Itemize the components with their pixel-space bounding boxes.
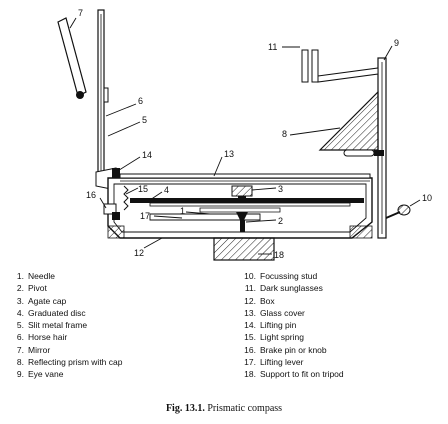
legend-item: 15. Light spring (242, 331, 344, 343)
legend-item-text: Support to fit on tripod (260, 369, 344, 380)
callout-13: 13 (224, 149, 234, 159)
legend-item-number: 2. (16, 283, 24, 294)
figure-number: Fig. 13.1. (165, 403, 205, 414)
legend-item-text: Graduated disc (28, 307, 86, 318)
legend-item: 1. Needle (10, 270, 122, 282)
legend-item-text: Box (260, 295, 275, 306)
legend-item: 8. Reflecting prism with cap (10, 356, 123, 368)
callout-labels: 7 6 5 8 9 11 13 14 15 16 4 3 1 17 2 12 1… (78, 8, 432, 260)
needle (149, 207, 281, 232)
legend-item: 12. Box (242, 295, 344, 307)
legend-item: 14. Lifting pin (242, 319, 344, 331)
tripod-support (213, 237, 275, 261)
legend-item-number: 1. (16, 271, 24, 281)
legend-item-text: Needle (28, 271, 55, 281)
legend-item: 13. Glass cover (242, 307, 344, 319)
callout-2: 2 (278, 216, 283, 226)
callout-4: 4 (164, 185, 169, 195)
legend-item-text: Reflecting prism with cap (28, 357, 123, 368)
legend-item-text: Slit metal frame (28, 320, 88, 331)
legend-item: 11. Dark sunglasses (242, 282, 344, 294)
legend-item-number: 3. (16, 295, 24, 306)
dark-sunglasses (301, 49, 379, 83)
legend-item-number: 12. (244, 295, 256, 306)
callout-10: 10 (422, 193, 432, 203)
legend-item-text: Mirror (28, 344, 51, 355)
callout-7: 7 (78, 8, 83, 18)
callout-18: 18 (274, 250, 284, 260)
graduated-disc (130, 198, 364, 207)
legend-item: 17. Lifting lever (242, 356, 344, 368)
legend-item-text: Pivot (28, 283, 47, 294)
mirror (57, 17, 87, 99)
legend-item-text: Glass cover (260, 307, 305, 318)
light-spring (123, 185, 129, 211)
legend-item-text: Light spring (260, 332, 304, 343)
legend-item-number: 4. (16, 307, 24, 318)
legend-item-number: 9. (16, 369, 24, 380)
slit-metal-frame (97, 9, 109, 176)
legend-item: 6. Horse hair (10, 331, 122, 343)
legend-item: 10. Focussing stud (242, 270, 344, 282)
figure-title: Prismatic compass (207, 403, 283, 414)
legend-item-text: Lifting lever (260, 357, 304, 368)
callout-8: 8 (282, 129, 287, 139)
legend-item-number: 17. (244, 357, 256, 368)
legend-left: 1. Needle 2. Pivot 3. Agate cap 4. Graduated di… (10, 270, 123, 381)
legend-item: 3. Agate cap (10, 295, 122, 307)
callout-16: 16 (86, 190, 96, 200)
brake-pin (103, 203, 120, 220)
legend-item: 5. Slit metal frame (10, 319, 122, 331)
legend-item-number: 10. (244, 271, 256, 281)
callout-17: 17 (140, 211, 150, 221)
reflecting-prism (318, 90, 384, 157)
eye-vane (377, 57, 387, 239)
legend-item-text: Focussing stud (260, 271, 318, 281)
legend-item-number: 16. (244, 344, 256, 355)
legend-item: 4. Graduated disc (10, 307, 122, 319)
callout-14: 14 (142, 150, 152, 160)
figure-caption: Fig. 13.1. Prismatic compass (0, 403, 448, 414)
legend-item-text: Horse hair (28, 332, 68, 343)
focussing-stud (385, 204, 411, 219)
legend-item: 2. Pivot (10, 282, 122, 294)
legend-item-number: 14. (244, 320, 256, 331)
legend-item-text: Brake pin or knob (260, 344, 327, 355)
legend-item-number: 13. (244, 307, 256, 318)
callout-3: 3 (278, 184, 283, 194)
callout-5: 5 (142, 115, 147, 125)
legend-item-number: 8. (16, 357, 24, 368)
legend-right: 10. Focussing stud 11. Dark sunglasses 12. Bo… (242, 270, 344, 381)
legend-item-text: Agate cap (28, 295, 67, 306)
agate-cap (231, 185, 253, 202)
callout-12: 12 (134, 248, 144, 258)
glass-cover (119, 173, 371, 182)
legend-item: 16. Brake pin or knob (242, 344, 344, 356)
legend-item: 18. Support to fit on tripod (242, 368, 344, 380)
legend-item: 7. Mirror (10, 344, 122, 356)
legend-item-number: 7. (16, 344, 24, 355)
callout-1: 1 (180, 206, 185, 216)
legend-item-text: Eye vane (28, 369, 64, 380)
legend-item-number: 18. (244, 369, 256, 380)
legend-item-text: Lifting pin (260, 320, 297, 331)
callout-11: 11 (268, 42, 277, 52)
legend-item-number: 6. (16, 332, 24, 343)
legend-item-text: Dark sunglasses (260, 283, 323, 294)
callout-9: 9 (394, 38, 399, 48)
legend-item-number: 5. (16, 320, 24, 331)
callout-15: 15 (138, 184, 148, 194)
callout-6: 6 (138, 96, 143, 106)
legend-item-number: 11. (244, 283, 256, 294)
prismatic-compass-diagram: 7 6 5 8 9 11 13 14 15 16 4 3 1 17 2 12 1… (57, 8, 432, 261)
leader-lines (69, 17, 421, 255)
legend-item-number: 15. (244, 332, 256, 343)
legend-item: 9. Eye vane (10, 368, 122, 380)
